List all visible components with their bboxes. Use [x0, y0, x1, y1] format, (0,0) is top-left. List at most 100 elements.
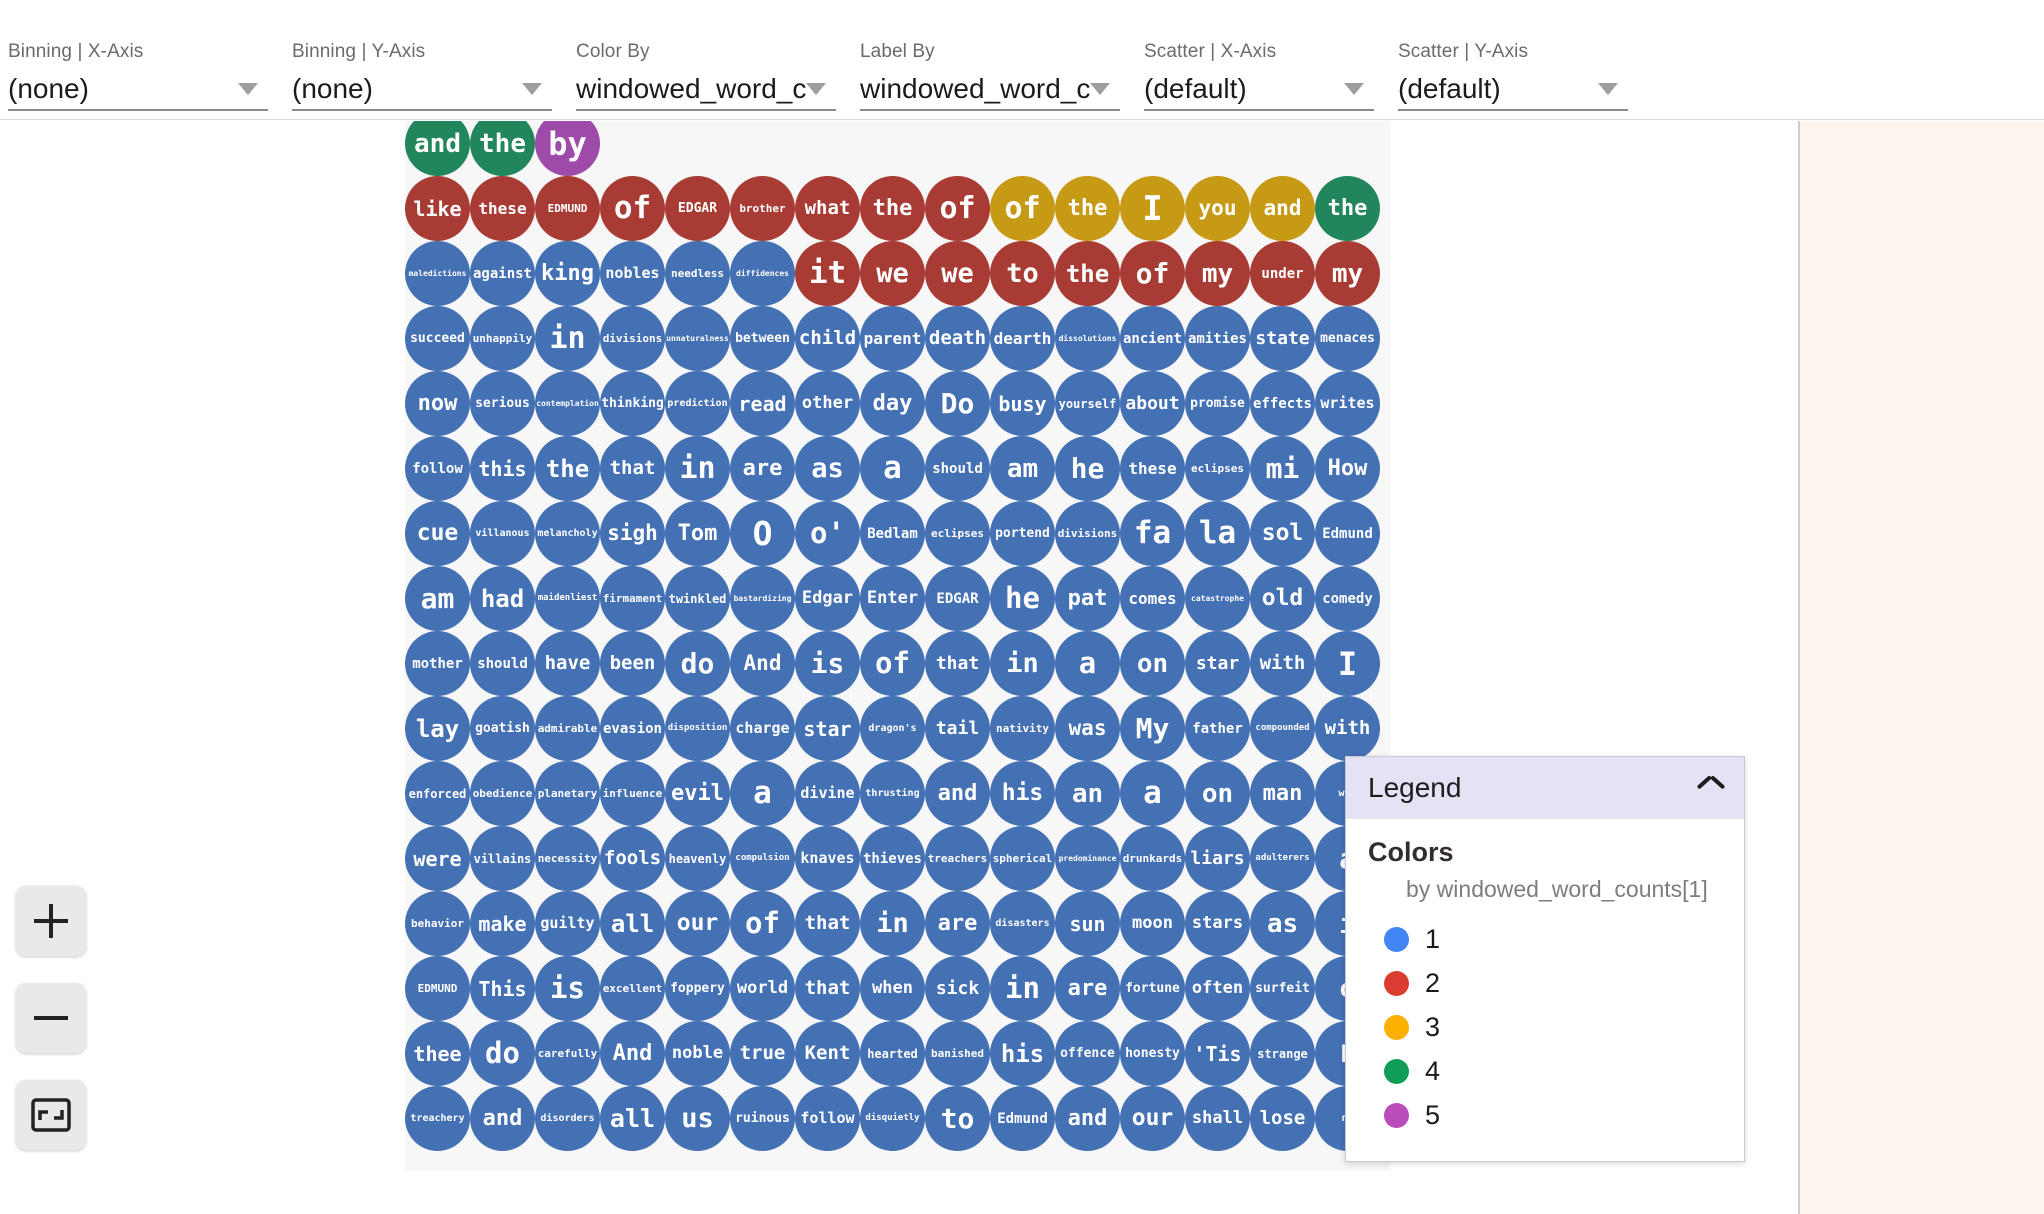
- bubble-word[interactable]: Do: [925, 371, 990, 436]
- bubble-word[interactable]: this: [470, 436, 535, 501]
- bubble-word[interactable]: with: [1315, 696, 1380, 761]
- bubble-word[interactable]: dearth: [990, 306, 1055, 371]
- bubble-word[interactable]: My: [1120, 696, 1185, 761]
- bubble-word[interactable]: by: [535, 121, 600, 176]
- bubble-word[interactable]: my: [1315, 241, 1380, 306]
- bubble-word[interactable]: prediction: [665, 371, 730, 436]
- bubble-word[interactable]: in: [990, 956, 1055, 1021]
- bubble-word[interactable]: should: [925, 436, 990, 501]
- bubble-word[interactable]: hearted: [860, 1021, 925, 1086]
- legend-item[interactable]: 3: [1368, 1005, 1724, 1049]
- bubble-word[interactable]: and: [1055, 1086, 1120, 1151]
- chevron-down-icon[interactable]: [1090, 83, 1110, 95]
- bubble-word[interactable]: to: [925, 1086, 990, 1151]
- bubble-word[interactable]: Bedlam: [860, 501, 925, 566]
- bubble-word[interactable]: EDGAR: [925, 566, 990, 631]
- bubble-word[interactable]: that: [925, 631, 990, 696]
- zoom-in-button[interactable]: [16, 886, 86, 956]
- bubble-word[interactable]: influence: [600, 761, 665, 826]
- bubble-word[interactable]: disquietly: [860, 1086, 925, 1151]
- select-control[interactable]: (none): [292, 69, 552, 111]
- chevron-down-icon[interactable]: [522, 83, 542, 95]
- bubble-word[interactable]: are: [730, 436, 795, 501]
- bubble-word[interactable]: goatish: [470, 696, 535, 761]
- bubble-word[interactable]: thinking: [600, 371, 665, 436]
- bubble-word[interactable]: maledictions: [405, 241, 470, 306]
- bubble-word[interactable]: EDMUND: [535, 176, 600, 241]
- bubble-word[interactable]: How: [1315, 436, 1380, 501]
- bubble-word[interactable]: follow: [405, 436, 470, 501]
- bubble-word[interactable]: the: [860, 176, 925, 241]
- bubble-word[interactable]: fortune: [1120, 956, 1185, 1021]
- bubble-word[interactable]: cue: [405, 501, 470, 566]
- bubble-word[interactable]: This: [470, 956, 535, 1021]
- bubble-word[interactable]: child: [795, 306, 860, 371]
- bubble-word[interactable]: about: [1120, 371, 1185, 436]
- bubble-word[interactable]: a: [860, 436, 925, 501]
- bubble-word[interactable]: evil: [665, 761, 730, 826]
- chevron-down-icon[interactable]: [806, 83, 826, 95]
- bubble-word[interactable]: star: [795, 696, 860, 761]
- bubble-word[interactable]: that: [600, 436, 665, 501]
- bubble-word[interactable]: am: [990, 436, 1055, 501]
- bubble-word[interactable]: we: [925, 241, 990, 306]
- bubble-word[interactable]: Kent: [795, 1021, 860, 1086]
- bubble-word[interactable]: his: [990, 1021, 1055, 1086]
- bubble-word[interactable]: in: [665, 436, 730, 501]
- bubble-word[interactable]: ancient: [1120, 306, 1185, 371]
- bubble-word[interactable]: diffidences: [730, 241, 795, 306]
- bubble-word[interactable]: as: [795, 436, 860, 501]
- bubble-word[interactable]: o': [795, 501, 860, 566]
- select-control[interactable]: (default): [1144, 69, 1374, 111]
- bubble-word[interactable]: of: [925, 176, 990, 241]
- bubble-word[interactable]: am: [405, 566, 470, 631]
- bubble-word[interactable]: it: [795, 241, 860, 306]
- select-control[interactable]: (none): [8, 69, 268, 111]
- bubble-word[interactable]: and: [470, 1086, 535, 1151]
- bubble-word[interactable]: on: [1185, 761, 1250, 826]
- bubble-word[interactable]: eclipses: [1185, 436, 1250, 501]
- bubble-word[interactable]: he: [1055, 436, 1120, 501]
- bubble-word[interactable]: sick: [925, 956, 990, 1021]
- bubble-word[interactable]: what: [795, 176, 860, 241]
- bubble-word[interactable]: like: [405, 176, 470, 241]
- bubble-word[interactable]: of: [860, 631, 925, 696]
- bubble-word[interactable]: my: [1185, 241, 1250, 306]
- bubble-word[interactable]: are: [1055, 956, 1120, 1021]
- legend-item[interactable]: 4: [1368, 1049, 1724, 1093]
- bubble-word[interactable]: honesty: [1120, 1021, 1185, 1086]
- bubble-word[interactable]: effects: [1250, 371, 1315, 436]
- bubble-word[interactable]: comes: [1120, 566, 1185, 631]
- bubble-word[interactable]: dissolutions: [1055, 306, 1120, 371]
- bubble-word[interactable]: shall: [1185, 1086, 1250, 1151]
- bubble-word[interactable]: nativity: [990, 696, 1055, 761]
- bubble-word[interactable]: sigh: [600, 501, 665, 566]
- bubble-word[interactable]: in: [860, 891, 925, 956]
- bubble-word[interactable]: had: [470, 566, 535, 631]
- bubble-word[interactable]: Tom: [665, 501, 730, 566]
- bubble-word[interactable]: dragon's: [860, 696, 925, 761]
- bubble-word[interactable]: comedy: [1315, 566, 1380, 631]
- bubble-word[interactable]: I: [1120, 176, 1185, 241]
- bubble-word[interactable]: Edgar: [795, 566, 860, 631]
- bubble-word[interactable]: make: [470, 891, 535, 956]
- legend-item[interactable]: 1: [1368, 917, 1724, 961]
- select-field-scatter-x-axis[interactable]: Scatter | X-Axis(default): [1144, 41, 1374, 119]
- bubble-word[interactable]: promise: [1185, 371, 1250, 436]
- bubble-word[interactable]: other: [795, 371, 860, 436]
- bubble-word[interactable]: bastardizing: [730, 566, 795, 631]
- bubble-word[interactable]: 'Tis: [1185, 1021, 1250, 1086]
- bubble-word[interactable]: enforced: [405, 761, 470, 826]
- bubble-word[interactable]: father: [1185, 696, 1250, 761]
- bubble-word[interactable]: these: [470, 176, 535, 241]
- bubble-word[interactable]: maidenliest: [535, 566, 600, 631]
- bubble-word[interactable]: all: [600, 891, 665, 956]
- bubble-word[interactable]: that: [795, 891, 860, 956]
- bubble-word[interactable]: in: [990, 631, 1055, 696]
- bubble-word[interactable]: excellent: [600, 956, 665, 1021]
- bubble-word[interactable]: O: [730, 501, 795, 566]
- bubble-word[interactable]: with: [1250, 631, 1315, 696]
- bubble-word[interactable]: la: [1185, 501, 1250, 566]
- chevron-up-icon[interactable]: [1698, 781, 1724, 796]
